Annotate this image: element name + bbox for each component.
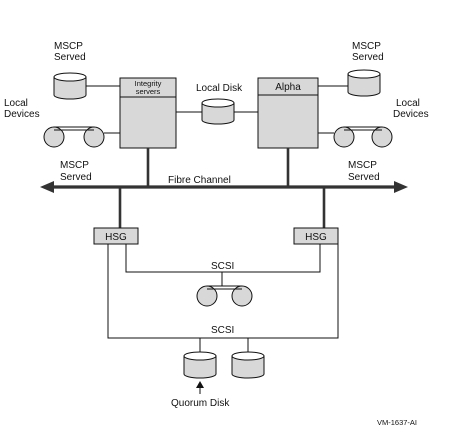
scsi-bus-1 (125, 244, 321, 273)
hsg-left-label: HSG (105, 232, 127, 243)
tape-drive-right (333, 126, 393, 148)
mscp-served-mid-left-line1: MSCP (60, 160, 89, 171)
disk-mscp-top-left (53, 72, 87, 100)
alpha-label: Alpha (275, 82, 301, 93)
integrity-label-line2: servers (136, 87, 161, 96)
figure-id: VM-1637-AI (377, 418, 417, 427)
fibre-channel-label: Fibre Channel (168, 175, 231, 186)
integrity-label-line1: Integrity (135, 79, 162, 88)
mscp-served-top-right-line1: MSCP (352, 41, 381, 52)
quorum-disk-label: Quorum Disk (171, 398, 230, 409)
mscp-served-mid-right-line2: Served (348, 172, 380, 183)
alpha-node: Alpha (257, 77, 319, 149)
tape-drive-shared (196, 285, 253, 307)
mscp-served-top-left-line1: MSCP (54, 41, 83, 52)
tape-drive-left (43, 126, 105, 148)
fibre-channel-bus (40, 181, 408, 193)
quorum-disk (183, 351, 217, 379)
scsi-2-label: SCSI (211, 325, 234, 336)
local-disk (201, 98, 235, 125)
local-disk-label: Local Disk (196, 83, 243, 94)
mscp-served-mid-left-line2: Served (60, 172, 92, 183)
local-devices-right-line2: Devices (393, 109, 429, 120)
disk-mscp-top-right (347, 69, 381, 97)
local-devices-left-line2: Devices (4, 109, 40, 120)
hsg-right-label: HSG (305, 232, 327, 243)
integrity-servers-node: Integrity servers (119, 77, 177, 149)
mscp-served-top-right-line2: Served (352, 52, 384, 63)
mscp-served-top-left-line2: Served (54, 52, 86, 63)
local-devices-left-line1: Local (4, 98, 28, 109)
quorum-arrow (196, 381, 204, 394)
scsi-bus-2 (107, 244, 339, 339)
shared-disk (231, 351, 265, 379)
local-devices-right-line1: Local (396, 98, 420, 109)
hsg-left-node: HSG (93, 227, 139, 245)
hsg-right-node: HSG (293, 227, 339, 245)
scsi-1-label: SCSI (211, 261, 234, 272)
mscp-served-mid-right-line1: MSCP (348, 160, 377, 171)
